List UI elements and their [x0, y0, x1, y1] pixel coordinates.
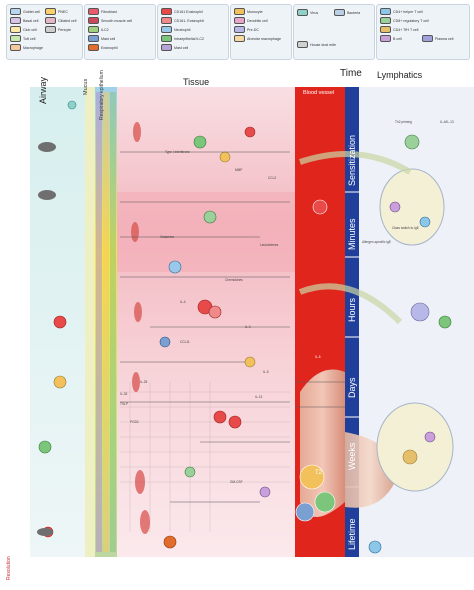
legend-item: CD161 Eosinophil: [161, 8, 203, 15]
annotation-il5: IL-5: [315, 355, 321, 359]
annotation-class-switch: Class switch to IgE: [392, 226, 419, 230]
legend-group-myeloid: Monocyte Dendritic cell Pre-DC Alveolar …: [230, 4, 292, 60]
column-title-time: Time: [340, 68, 362, 79]
legend-item: House dust mite: [297, 41, 336, 48]
column-title-tissue: Tissue: [183, 77, 210, 87]
annotation-mmp: MMP: [235, 168, 243, 172]
phase-minutes: Minutes: [347, 218, 357, 250]
phase-hours: Hours: [347, 297, 357, 322]
legend-item: Tuft cell: [10, 35, 35, 42]
virus-icon: [67, 100, 77, 110]
legend-item: Macrophage: [10, 44, 43, 51]
legend-item: ILC2: [88, 26, 109, 33]
annotation-leukotrienes: Leukotrienes: [260, 243, 279, 247]
legend-item: Intraepithelial ILC2: [161, 35, 204, 42]
annotation-il5-tissue: IL-5: [263, 370, 269, 374]
legend-item: Mast cell: [88, 35, 115, 42]
legend-item: Club cell: [10, 26, 37, 33]
annotation-t2: T2: [315, 470, 323, 476]
annotation-il25: IL-25: [140, 380, 148, 384]
legend-item: CD8+ regulatory T cell: [380, 17, 429, 24]
legend-item: Mast cell: [161, 44, 188, 51]
legend-item: Pericyte: [45, 26, 71, 33]
annotation-il33: IL-33: [120, 392, 128, 396]
legend-item: Basal cell: [10, 17, 38, 24]
legend-item: Alveolar macrophage: [234, 35, 281, 42]
column-title-epithelium: Respiratory epithelium: [99, 70, 105, 120]
tissue-region: [117, 87, 295, 557]
legend-item: Goblet cell: [10, 8, 40, 15]
annotation-resolution: Resolution: [6, 556, 12, 580]
legend-item: Plasma cell: [422, 35, 453, 42]
legend: Goblet cell Basal cell Club cell Tuft ce…: [6, 4, 470, 60]
annotation-tslp: TSLP: [120, 402, 128, 406]
legend-group-tissue: Fibroblast Smooth muscle cell ILC2 Mast …: [84, 4, 156, 60]
legend-item: Smooth muscle cell: [88, 17, 132, 24]
legend-item: CD161- Eosinophil: [161, 17, 204, 24]
lymph-vessel-mid: [298, 283, 403, 325]
annotation-histamine: Histamine: [160, 235, 175, 239]
phase-weeks: Weeks: [347, 442, 357, 470]
legend-item: Fibroblast: [88, 8, 117, 15]
annotation-ccl11: CCL11: [180, 340, 190, 344]
annotation-ccl2: CCL2: [268, 176, 277, 180]
allergen-icons: [37, 142, 56, 536]
phase-sensitization: Sensitization: [347, 134, 357, 186]
lymph-vessel-top: [299, 151, 412, 175]
annotation-allergen-ige: Allergen-specific IgE: [362, 240, 392, 244]
legend-item: B cell: [380, 35, 402, 42]
annotation-il13: IL-13: [255, 395, 263, 399]
phase-lifetime: Lifetime: [347, 518, 357, 550]
legend-group-triggers: Virus Bacteria House dust mite: [293, 4, 375, 60]
phase-days: Days: [347, 377, 357, 398]
epithelial-cells: [96, 92, 116, 552]
legend-item: PNEC: [45, 8, 68, 15]
legend-item: Bacteria: [334, 9, 360, 16]
legend-item: Neutrophil: [161, 26, 190, 33]
column-title-mucus: Mucus: [83, 78, 89, 95]
annotation-th2-priming: Th2 priming: [395, 120, 412, 124]
annotation-type-interferons: Type I interferons: [165, 150, 190, 154]
annotation-chemokines: Chemokines: [225, 278, 243, 282]
annotation-gm-csf: GM-CSF: [230, 480, 243, 484]
column-title-airway: Airway: [38, 76, 48, 104]
legend-item: CD4+ helper T cell: [380, 8, 423, 15]
signal-arrows: [120, 151, 345, 503]
legend-item: Pre-DC: [234, 26, 259, 33]
legend-item: CD4+ TfH T cell: [380, 26, 418, 33]
allergy-timeline-diagram: [30, 87, 474, 557]
legend-item: Eosinophil: [88, 44, 118, 51]
inflammation-band: [117, 192, 295, 272]
immune-cells: [38, 126, 452, 554]
mucus-layer: [85, 87, 95, 557]
smooth-muscle-fibers: [131, 122, 150, 534]
legend-group-lymphocytes: CD4+ helper T cell CD8+ regulatory T cel…: [376, 4, 470, 60]
legend-item: Virus: [297, 9, 318, 16]
annotation-pgd2: PGD2: [130, 420, 139, 424]
column-title-blood-vessel: Blood vessel: [303, 90, 335, 96]
column-title-lymphatics: Lymphatics: [377, 70, 423, 80]
annotation-il4: IL-4: [180, 300, 186, 304]
legend-item: Dendritic cell: [234, 17, 268, 24]
legend-item: Monocyte: [234, 8, 263, 15]
legend-group-epithelial: Goblet cell Basal cell Club cell Tuft ce…: [6, 4, 83, 60]
annotation-il4-il13: IL-4/IL-13: [440, 120, 454, 124]
legend-group-immune: CD161 Eosinophil CD161- Eosinophil Neutr…: [157, 4, 229, 60]
extracellular-matrix: [120, 382, 290, 532]
legend-item: Ciliated cell: [45, 17, 76, 24]
annotation-il3: IL-3: [245, 325, 251, 329]
